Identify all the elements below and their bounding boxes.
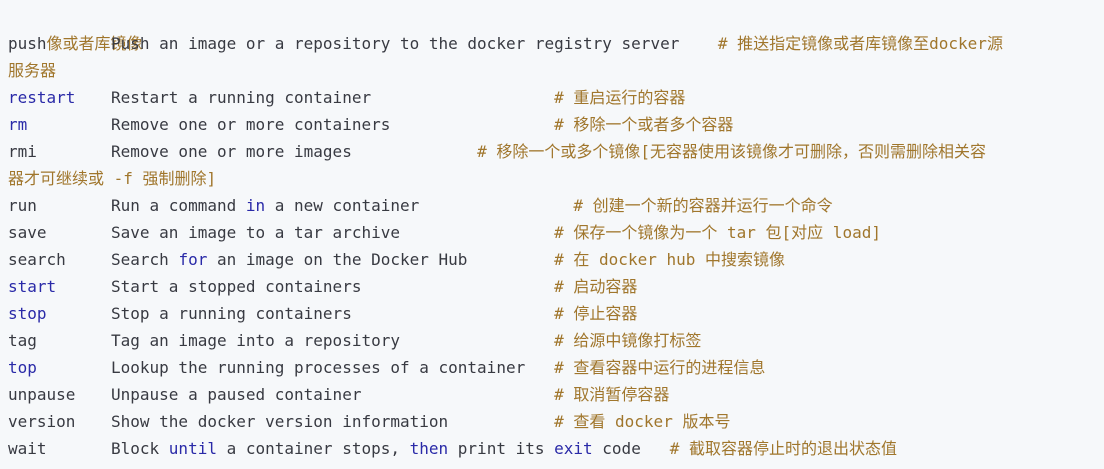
text-token: an image on the Docker Hub <box>207 250 468 269</box>
text-token: a new container <box>265 196 420 215</box>
command-name: unpause <box>8 385 76 404</box>
command-name: rmi <box>8 142 37 161</box>
command-comment: # 推送指定镜像或者库镜像至docker源 <box>717 34 1003 53</box>
comment-continuation: 器才可继续或 -f 强制删除] <box>8 169 217 188</box>
command-comment: # 保存一个镜像为一个 tar 包[对应 load] <box>554 223 881 242</box>
heading-line: 像或者库镜像 <box>8 3 1104 53</box>
spacer <box>525 358 554 377</box>
command-description: Search for an image on the Docker Hub <box>111 246 467 273</box>
command-name: tag <box>8 331 37 350</box>
command-row: version Show the docker version informati… <box>8 408 1104 435</box>
command-description: Restart a running container <box>111 88 372 107</box>
command-name: restart <box>8 88 76 107</box>
spacer <box>400 223 554 242</box>
command-row: top Lookup the running processes of a con… <box>8 354 1104 381</box>
command-description: Remove one or more images <box>111 142 352 161</box>
command-name: search <box>8 250 66 269</box>
command-row: save Save an image to a tar archive # 保存一… <box>8 219 1104 246</box>
command-description: Remove one or more containers <box>111 115 391 134</box>
spacer <box>448 412 554 431</box>
text-token: Run a command <box>111 196 246 215</box>
spacer <box>419 196 573 215</box>
command-row: run Run a command in a new container # 创建… <box>8 192 1104 219</box>
spacer <box>361 277 554 296</box>
heading-text: 像或者库镜像 <box>46 34 143 53</box>
command-name: top <box>8 358 37 377</box>
command-name: run <box>8 196 37 215</box>
command-comment: # 重启运行的容器 <box>554 88 686 107</box>
command-description: Tag an image into a repository <box>111 331 400 350</box>
spacer <box>641 439 670 458</box>
command-row: rm Remove one or more containers # 移除一个或者… <box>8 111 1104 138</box>
command-row: start Start a stopped containers # 启动容器 <box>8 273 1104 300</box>
command-row: restart Restart a running container # 重启运… <box>8 84 1104 111</box>
command-comment: # 移除一个或多个镜像[无容器使用该镜像才可删除，否则需删除相关容 <box>477 142 986 161</box>
command-name: version <box>8 412 76 431</box>
command-comment: # 启动容器 <box>554 277 638 296</box>
text-token: Block <box>111 439 169 458</box>
command-comment: # 截取容器停止时的退出状态值 <box>669 439 898 458</box>
command-description: Run a command in a new container <box>111 192 419 219</box>
command-description: Start a stopped containers <box>111 277 362 296</box>
command-row: tag Tag an image into a repository # 给源中镜… <box>8 327 1104 354</box>
command-comment: # 在 docker hub 中搜索镜像 <box>554 250 786 269</box>
comment-continuation-line: 器才可继续或 -f 强制删除] <box>8 165 1104 192</box>
command-description: Unpause a paused container <box>111 385 362 404</box>
spacer <box>400 331 554 350</box>
spacer <box>390 115 554 134</box>
text-token: Search <box>111 250 179 269</box>
command-row: rmi Remove one or more images # 移除一个或多个镜像… <box>8 138 1104 165</box>
spacer <box>467 250 554 269</box>
comment-continuation-line: 服务器 <box>8 57 1104 84</box>
command-name: wait <box>8 439 47 458</box>
command-description: Block until a container stops, then prin… <box>111 435 641 462</box>
command-description: Push an image or a repository to the doc… <box>111 34 680 53</box>
command-name: push <box>8 34 47 53</box>
keyword-token: for <box>178 250 208 269</box>
command-description: Show the docker version information <box>111 412 449 431</box>
spacer <box>679 34 718 53</box>
command-comment: # 停止容器 <box>554 304 638 323</box>
command-comment: # 查看 docker 版本号 <box>554 412 731 431</box>
command-name: stop <box>8 304 47 323</box>
command-comment: # 给源中镜像打标签 <box>554 331 702 350</box>
text-token: a container stops, <box>216 439 410 458</box>
command-description: Lookup the running processes of a contai… <box>111 358 526 377</box>
command-name: start <box>8 277 57 296</box>
keyword-token: in <box>245 196 266 215</box>
command-description: Save an image to a tar archive <box>111 223 400 242</box>
command-name: rm <box>8 115 28 134</box>
spacer <box>352 304 554 323</box>
command-comment: # 创建一个新的容器并运行一个命令 <box>573 196 833 215</box>
command-comment: # 查看容器中运行的进程信息 <box>554 358 766 377</box>
command-list: push Push an image or a repository to the… <box>8 30 1104 462</box>
spacer <box>361 385 554 404</box>
command-row: search Search for an image on the Docker … <box>8 246 1104 273</box>
spacer <box>371 88 554 107</box>
text-token: print its <box>448 439 555 458</box>
keyword-token: exit <box>554 439 593 458</box>
command-comment: # 取消暂停容器 <box>554 385 670 404</box>
text-token: code <box>592 439 641 458</box>
command-row: stop Stop a running containers # 停止容器 <box>8 300 1104 327</box>
comment-continuation: 服务器 <box>8 61 57 80</box>
command-row: push Push an image or a repository to the… <box>8 30 1104 57</box>
command-comment: # 移除一个或者多个容器 <box>554 115 734 134</box>
command-description: Stop a running containers <box>111 304 352 323</box>
command-row: wait Block until a container stops, then … <box>8 435 1104 462</box>
spacer <box>352 142 477 161</box>
command-name: save <box>8 223 47 242</box>
keyword-token: then <box>409 439 449 458</box>
keyword-token: until <box>168 439 217 458</box>
command-row: unpause Unpause a paused container # 取消暂停… <box>8 381 1104 408</box>
